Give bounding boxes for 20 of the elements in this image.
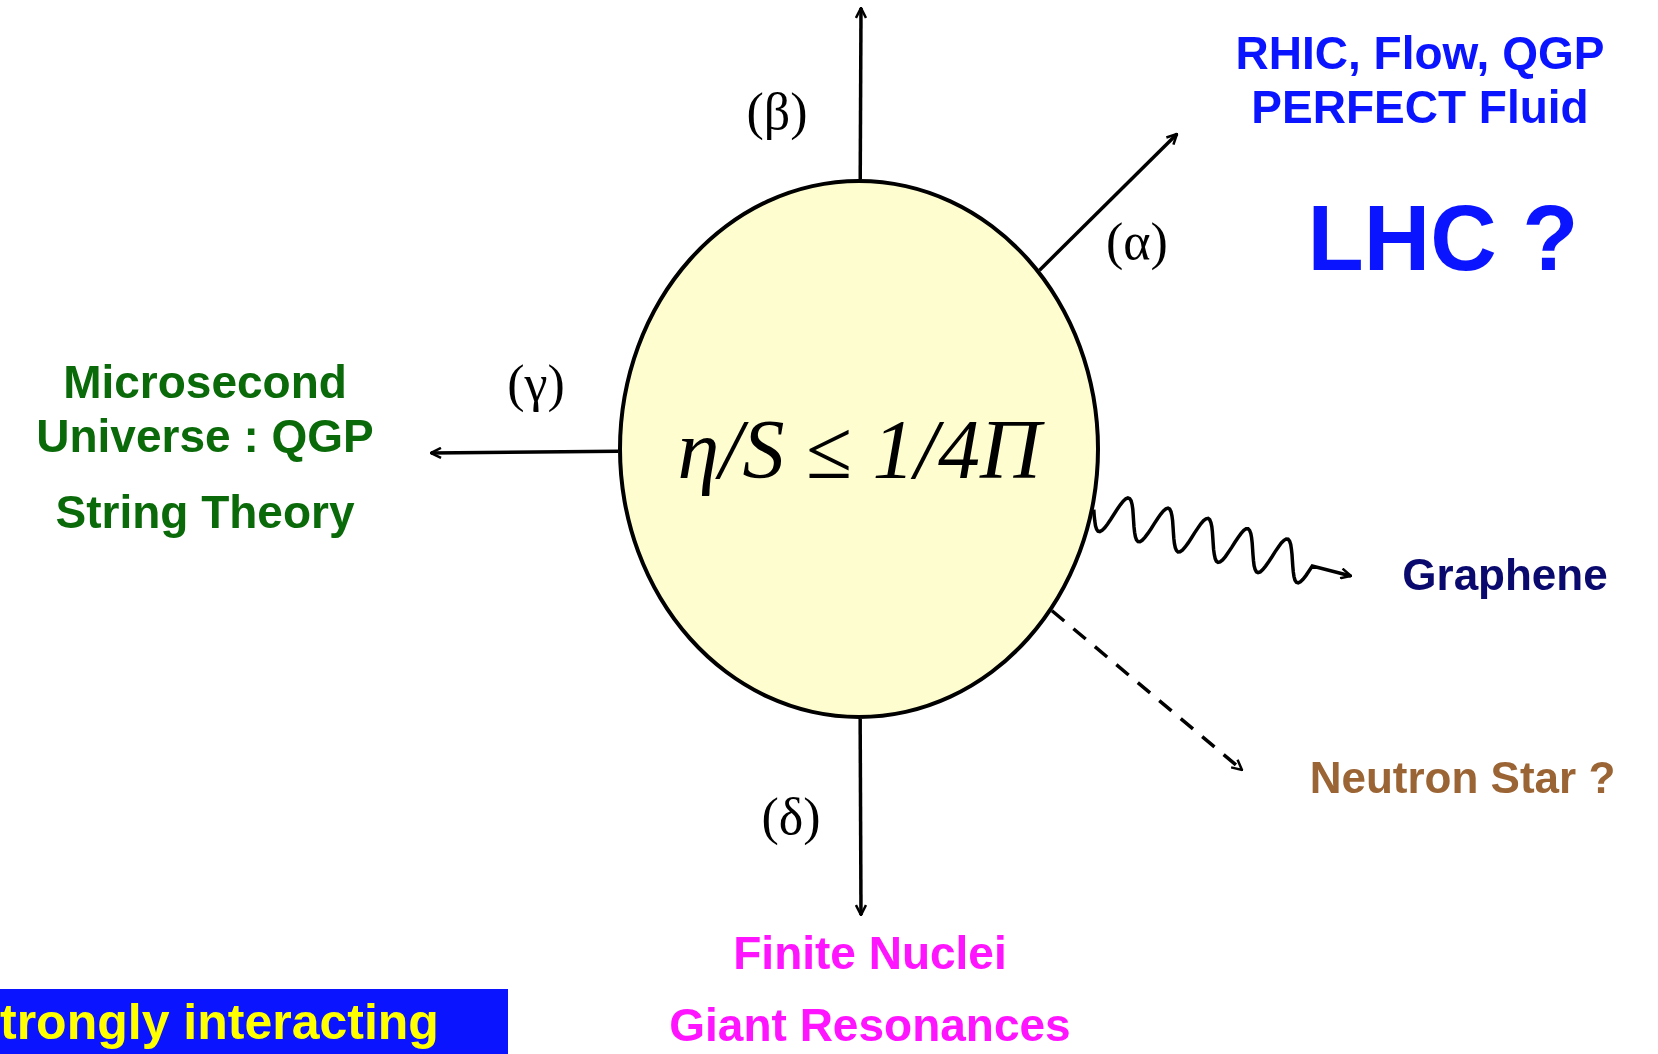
edge-label: (γ): [507, 353, 565, 413]
node-text: Finite Nuclei: [733, 926, 1007, 980]
dashed-arrow: [1050, 609, 1244, 772]
arrow: [854, 6, 868, 179]
highlight-banner: [0, 989, 508, 1054]
wavy-arrow: [1092, 496, 1353, 585]
edge-label: (β): [746, 81, 808, 141]
edge-label: (δ): [761, 786, 821, 846]
node-text: RHIC, Flow, QGP PERFECT Fluid: [1234, 26, 1606, 134]
arrow: [854, 719, 868, 917]
node-text: String Theory: [55, 485, 355, 539]
node-text: Graphene: [1402, 550, 1608, 600]
node-text: trongly interacting: [0, 992, 439, 1051]
edge-label: (α): [1106, 211, 1168, 271]
arrow: [429, 446, 619, 460]
note-text: LHC ?: [1306, 185, 1580, 291]
arrow: [1038, 132, 1179, 272]
node-text: Microsecond Universe : QGP: [35, 355, 375, 463]
node-text: Giant Resonances: [669, 998, 1071, 1052]
node-text: Neutron Star ?: [1309, 753, 1616, 803]
